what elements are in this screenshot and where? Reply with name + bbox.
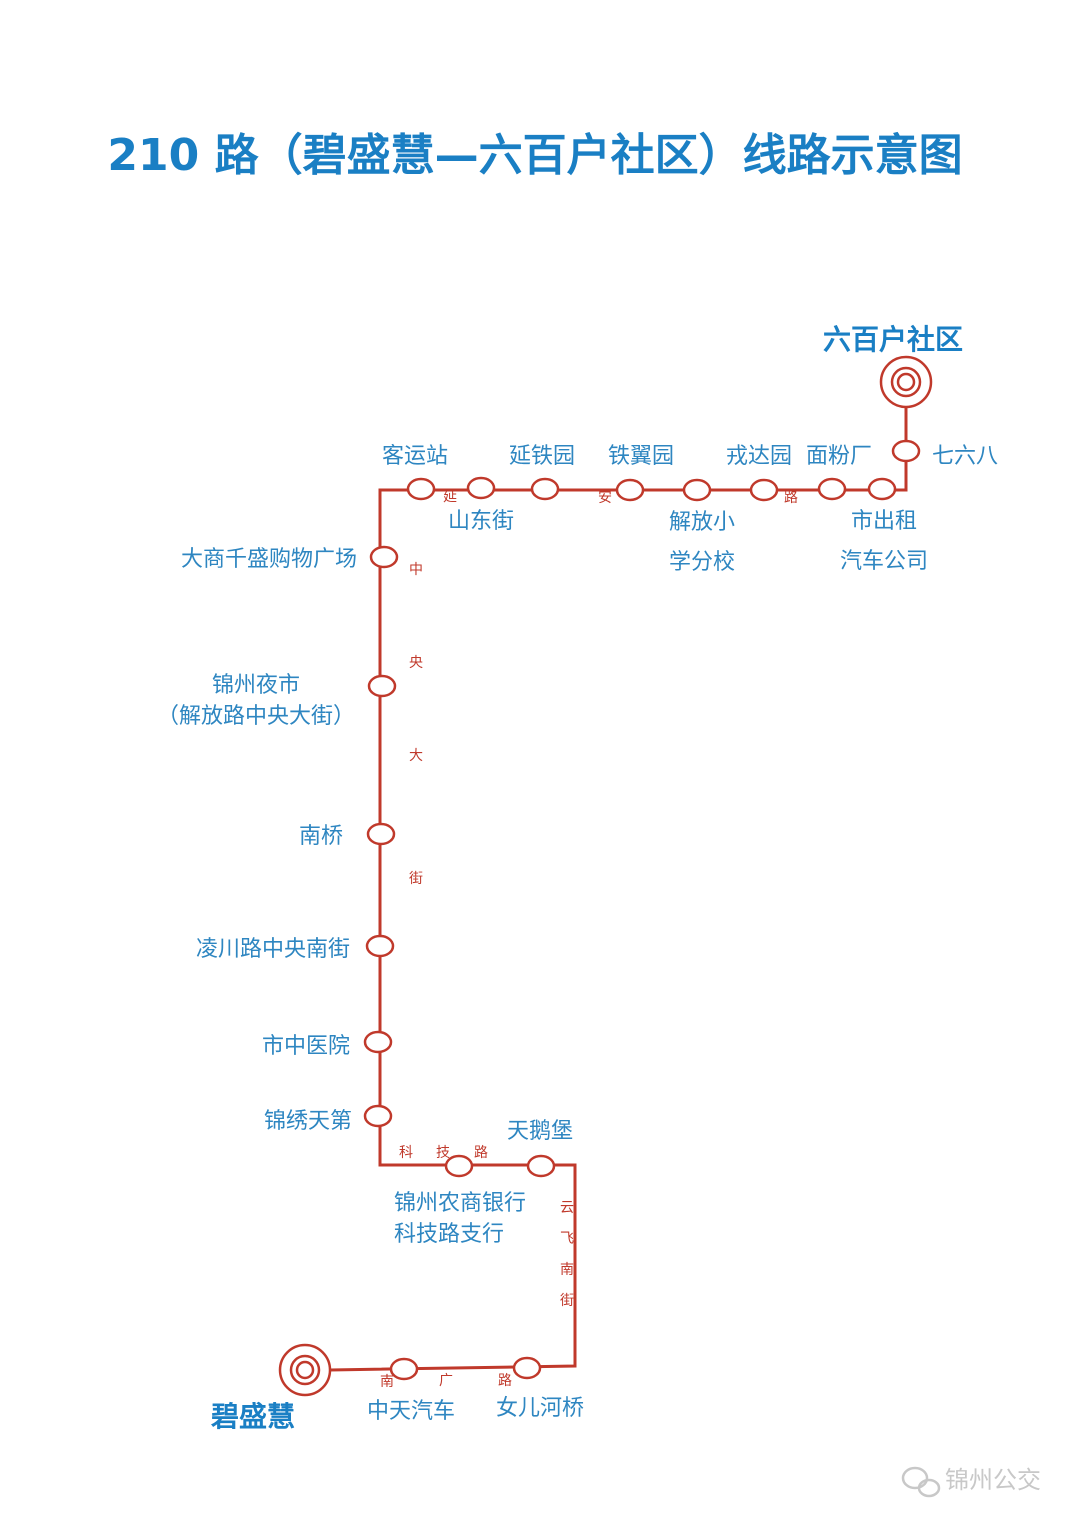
station-marker-yantieyuan [530,477,560,501]
station-label-liubaihu: 六百户社区 [823,323,963,356]
terminal-marker-bishenghui [278,1343,332,1397]
station-marker-shizhong-yiyuan [363,1030,393,1054]
road-label-zhongyangdajie-1: 中 [409,562,423,578]
station-marker-qiliuba [891,439,921,463]
page-title: 210 路（碧盛慧—六百户社区）线路示意图 [107,130,962,181]
road-label-kejilu-2: 技 [436,1145,450,1161]
station-label-jinxiu-tiandi: 锦绣天第 [264,1109,352,1134]
station-label-tianebao: 天鹅堡 [507,1119,573,1144]
station-label-jiefang-xiaoxue-1: 解放小 [669,510,735,535]
station-label-bishenghui: 碧盛慧 [210,1400,295,1433]
station-label-mianfenchang: 面粉厂 [806,444,872,469]
station-marker-tieyiyuan [615,478,645,502]
station-marker-nuer-heqiao [512,1356,542,1380]
road-label-nanguanglu-1: 南 [380,1374,394,1390]
wechat-icon [901,1466,941,1498]
station-label-jiefang-xiaoxue-2: 学分校 [669,550,735,575]
station-label-shi-chuzu-1: 市出租 [851,509,917,534]
station-label-shizhong-yiyuan: 市中医院 [262,1034,350,1059]
road-label-yunfeinanjie-2: 飞 [560,1231,574,1247]
road-labels: 南广路云飞南街科技路中央大街延安路 [380,489,798,1390]
station-label-lingchuanlu: 凌川路中央南街 [196,937,350,962]
station-label-keyunzhan: 客运站 [382,444,448,469]
road-label-nanguanglu-2: 广 [439,1373,453,1389]
stations [278,355,933,1397]
road-label-yananlu-3: 路 [784,490,798,506]
road-label-yunfeinanjie-3: 南 [560,1262,574,1278]
station-marker-zhongtian-qiche [389,1357,419,1381]
station-label-nongshang-bank-1: 锦州农商银行 [394,1191,526,1216]
road-label-nanguanglu-3: 路 [498,1373,512,1389]
road-label-yunfeinanjie-4: 街 [560,1293,574,1309]
road-label-yunfeinanjie-1: 云 [560,1200,574,1216]
watermark: 锦州公交 [901,1466,1041,1498]
station-marker-rongdayuan [749,478,779,502]
station-marker-lingchuanlu [365,934,395,958]
route-line [329,405,908,1372]
station-label-tieyiyuan: 铁翼园 [608,444,674,469]
station-marker-nongshang-bank [444,1154,474,1178]
road-label-yananlu-1: 延 [443,489,457,505]
road-label-yananlu-2: 安 [598,490,612,506]
watermark-text: 锦州公交 [945,1466,1041,1494]
station-marker-shandongjie [466,476,496,500]
station-marker-jinxiu-tiandi [363,1104,393,1128]
station-marker-keyunzhan [406,477,436,501]
road-label-zhongyangdajie-3: 大 [409,748,423,764]
station-label-zhongtian-qiche: 中天汽车 [367,1399,455,1424]
road-label-kejilu-3: 路 [474,1145,488,1161]
station-label-shi-chuzu-2: 汽车公司 [840,549,928,574]
station-marker-jinzhou-yeshi [367,674,397,698]
station-marker-dashang [369,545,399,569]
station-marker-tianebao [526,1154,556,1178]
station-label-yantieyuan: 延铁园 [509,444,575,469]
station-label-shandongjie: 山东街 [448,509,514,534]
station-marker-jiefang-xiaoxue [682,478,712,502]
station-marker-mianfenchang [817,477,847,501]
road-label-kejilu-1: 科 [399,1145,413,1161]
station-label-nongshang-bank-2: 科技路支行 [394,1222,504,1247]
station-label-jinzhou-yeshi-1: 锦州夜市 [212,673,300,698]
terminal-marker-liubaihu [879,355,933,409]
station-label-qiliuba: 七六八 [932,444,998,469]
station-label-nuer-heqiao: 女儿河桥 [496,1396,584,1421]
station-label-dashang: 大商千盛购物广场 [181,547,357,572]
road-label-zhongyangdajie-2: 央 [409,655,423,671]
station-label-nanqiao: 南桥 [299,824,343,849]
station-marker-nanqiao [366,822,396,846]
station-marker-shi-chuzu [867,477,897,501]
station-label-rongdayuan: 戎达园 [726,444,792,469]
station-label-jinzhou-yeshi-2: （解放路中央大街） [157,704,355,729]
road-label-zhongyangdajie-4: 街 [409,871,423,887]
